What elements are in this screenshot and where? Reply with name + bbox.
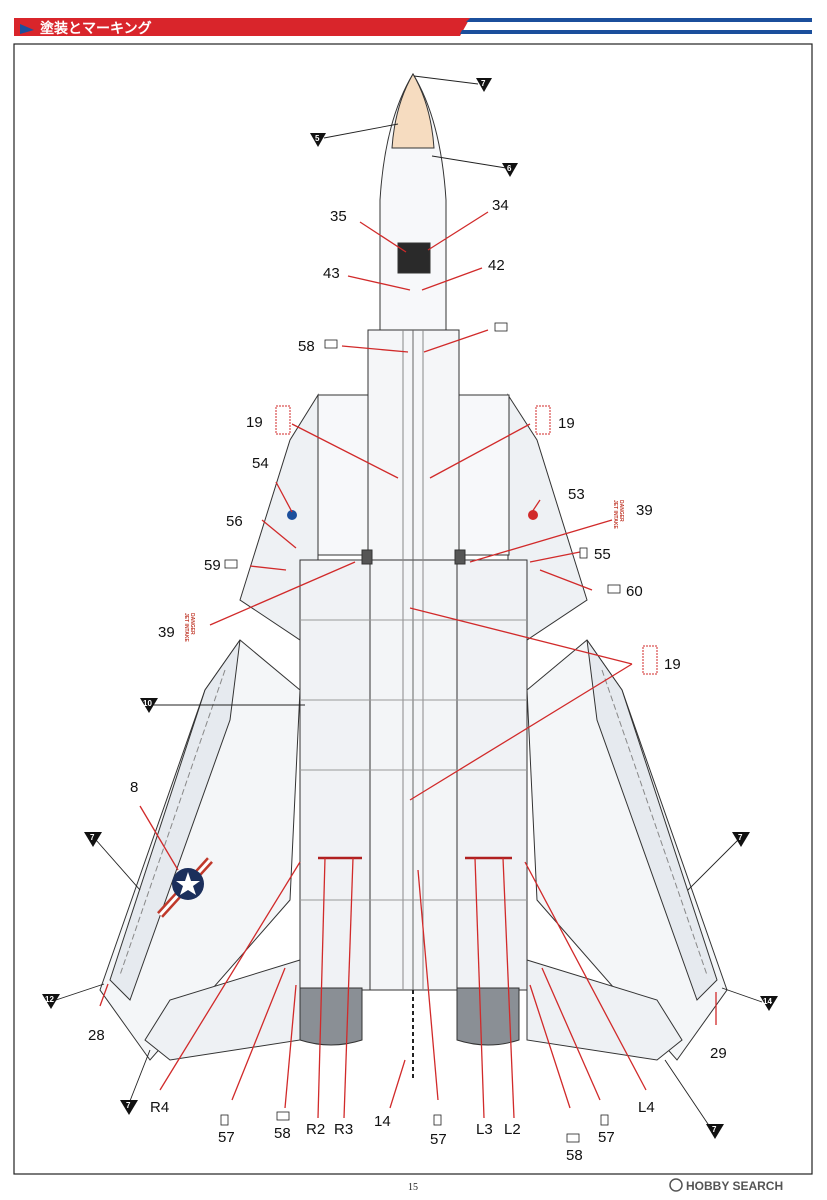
callout-r4: R4: [150, 1099, 169, 1116]
marker-7-bottom-right: 7: [706, 1124, 724, 1139]
callout-54: 54: [252, 455, 269, 472]
callout-19-right: 19: [558, 415, 575, 432]
marker-7-right: 7: [732, 832, 750, 847]
marker-14: 14: [760, 996, 778, 1011]
callout-39-left: 39: [158, 624, 175, 641]
svg-text:DANGER: DANGER: [189, 613, 195, 635]
marker-6: 6: [502, 163, 518, 177]
svg-text:7: 7: [738, 833, 743, 842]
header-arrow-icon: [20, 24, 34, 34]
callout-43: 43: [323, 265, 340, 282]
header-title: 塗装とマーキング: [40, 20, 152, 37]
callout-56: 56: [226, 513, 243, 530]
svg-text:7: 7: [126, 1101, 131, 1110]
svg-text:7: 7: [90, 833, 95, 842]
callout-r3: R3: [334, 1121, 353, 1138]
aircraft-underside-drawing: [99, 73, 728, 1080]
callout-19-left: 19: [246, 414, 263, 431]
triangle-markers: 7 5 6 10 7 7 12 14 7 7: [42, 78, 778, 1139]
marker-10: 10: [140, 698, 158, 713]
svg-text:DANGER: DANGER: [618, 500, 624, 522]
svg-text:HOBBY SEARCH: HOBBY SEARCH: [686, 1179, 783, 1193]
callout-57-center: 57: [430, 1131, 447, 1148]
callout-29: 29: [710, 1045, 727, 1062]
stencil-texts: JET INTAKE DANGER JET INTAKE DANGER: [183, 500, 624, 642]
callout-l4: L4: [638, 1099, 655, 1116]
svg-text:7: 7: [481, 79, 486, 88]
callout-34: 34: [492, 197, 509, 214]
callout-57-right: 57: [598, 1129, 615, 1146]
svg-text:14: 14: [763, 997, 772, 1006]
callout-l2: L2: [504, 1121, 521, 1138]
svg-text:5: 5: [315, 134, 320, 143]
page-number: 15: [408, 1182, 418, 1193]
marker-7-top: 7: [476, 78, 492, 92]
leader-lines: [99, 211, 717, 1119]
callout-58-left: 58: [274, 1125, 291, 1142]
callout-labels: 35 34 43 42 58 19 19 54 53 56 39 55 59 6…: [88, 197, 727, 1164]
callout-60: 60: [626, 583, 643, 600]
callout-58-right: 58: [566, 1147, 583, 1164]
marker-7-left: 7: [84, 832, 102, 847]
callout-42: 42: [488, 257, 505, 274]
svg-text:12: 12: [45, 995, 54, 1004]
callout-58-top: 58: [298, 338, 315, 355]
marker-leader-lines: [55, 75, 763, 1131]
svg-text:6: 6: [507, 164, 512, 173]
callout-8: 8: [130, 779, 138, 796]
us-star-roundel: [157, 857, 213, 918]
callout-59: 59: [204, 557, 221, 574]
svg-text:7: 7: [712, 1125, 717, 1134]
marker-5: 5: [310, 133, 326, 147]
decal-icons: [220, 322, 621, 1143]
callout-57-left: 57: [218, 1129, 235, 1146]
insignia-53-icon: [528, 510, 538, 520]
callout-28: 28: [88, 1027, 105, 1044]
marker-12: 12: [42, 994, 60, 1009]
watermark: HOBBY SEARCH: [669, 1178, 783, 1193]
watermark-logo-icon: [669, 1178, 683, 1192]
marker-7-bottom-left: 7: [120, 1100, 138, 1115]
callout-53: 53: [568, 486, 585, 503]
header-banner: 塗装とマーキング: [14, 18, 812, 37]
callout-55: 55: [594, 546, 611, 563]
callout-r2: R2: [306, 1121, 325, 1138]
page-frame: [13, 43, 813, 1175]
callout-14: 14: [374, 1113, 391, 1130]
callout-39-right: 39: [636, 502, 653, 519]
stencil-19-boxes: [275, 405, 658, 675]
svg-text:10: 10: [143, 699, 152, 708]
insignia-54-icon: [287, 510, 297, 520]
svg-text:JET INTAKE: JET INTAKE: [612, 500, 618, 529]
svg-text:JET INTAKE: JET INTAKE: [183, 613, 189, 642]
callout-l3: L3: [476, 1121, 493, 1138]
callout-19-center: 19: [664, 656, 681, 673]
callout-35: 35: [330, 208, 347, 225]
